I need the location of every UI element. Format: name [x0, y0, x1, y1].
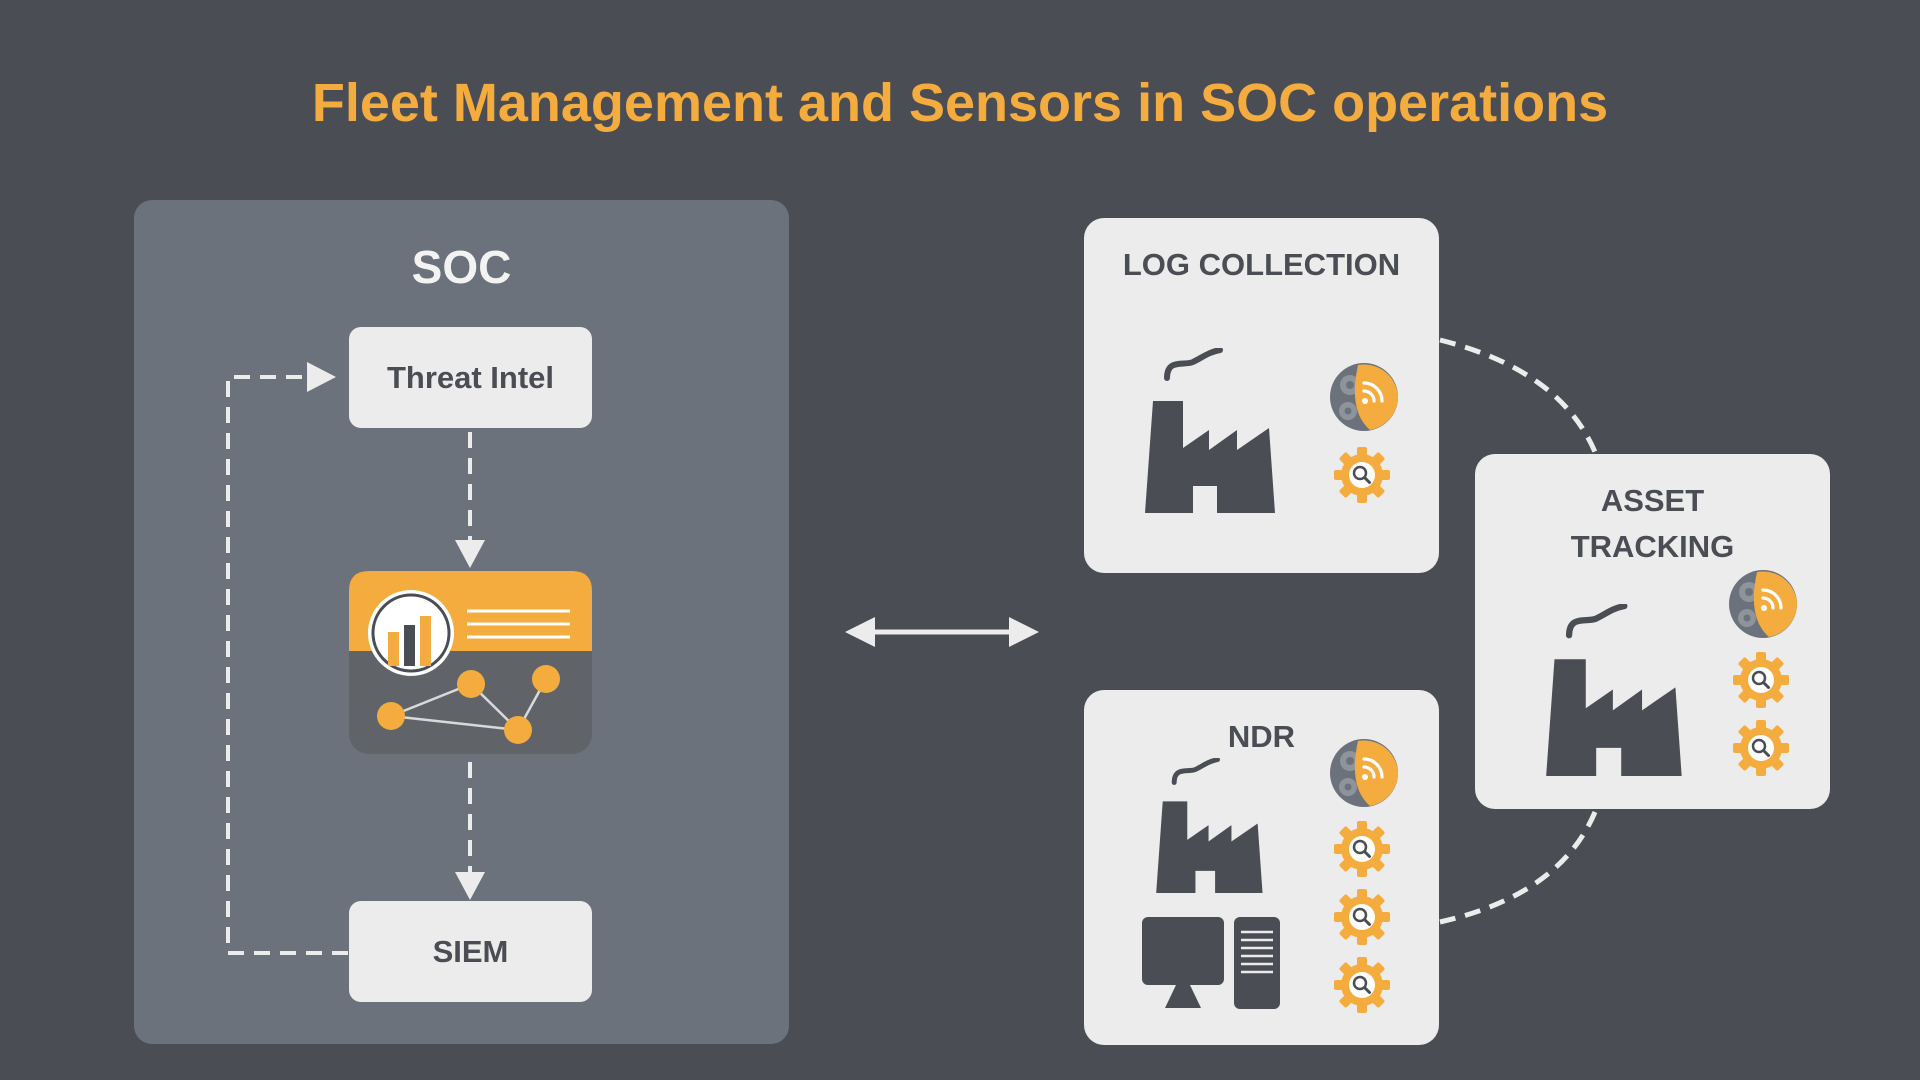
- sensor-gear-icon: [1727, 568, 1799, 640]
- siem-box: SIEM: [349, 901, 592, 1002]
- search-gear-icon: [1731, 718, 1791, 778]
- asset-tracking-icons: [1475, 568, 1799, 778]
- soc-label: SOC: [411, 241, 512, 293]
- sensor-gear-icon: [1328, 737, 1400, 809]
- ndr-label: NDR: [1227, 719, 1296, 754]
- dashboard-to-siem-connector: [455, 762, 485, 900]
- log-collection-card: LOG COLLECTION: [1084, 218, 1439, 573]
- monitor-icon: [1142, 917, 1224, 1008]
- dashboard-icon: [349, 571, 592, 754]
- ndr-card: NDR: [1084, 690, 1439, 1045]
- ndr-icons: [1142, 737, 1400, 1015]
- diagram-title: Fleet Management and Sensors in SOC oper…: [311, 73, 1609, 133]
- search-gear-icon: [1332, 819, 1392, 879]
- log-to-asset-connector: [1439, 337, 1598, 453]
- asset-tracking-label: ASSET TRACKING: [1475, 478, 1830, 570]
- asset-tracking-label-line1: ASSET: [1600, 483, 1705, 518]
- search-gear-icon: [1332, 887, 1392, 947]
- log-collection-label: LOG COLLECTION: [1122, 247, 1401, 282]
- asset-to-ndr-connector: [1439, 811, 1598, 925]
- threat-intel-box: Threat Intel: [349, 327, 592, 428]
- factory-icon: [1156, 760, 1262, 893]
- log-collection-icons: [1084, 218, 1400, 573]
- search-gear-icon: [1731, 650, 1791, 710]
- bidirectional-arrow: [845, 617, 1039, 647]
- factory-icon: [1145, 350, 1275, 513]
- search-gear-icon: [1332, 955, 1392, 1015]
- asset-tracking-card: ASSET TRACKING: [1475, 454, 1830, 809]
- soc-feedback-connector: [226, 362, 348, 955]
- factory-icon: [1546, 606, 1682, 776]
- asset-tracking-label-line2: TRACKING: [1570, 529, 1735, 564]
- search-gear-icon: [1332, 445, 1392, 505]
- server-tower-icon: [1234, 917, 1280, 1009]
- threat-to-dashboard-connector: [455, 432, 485, 568]
- sensor-gear-icon: [1328, 361, 1400, 433]
